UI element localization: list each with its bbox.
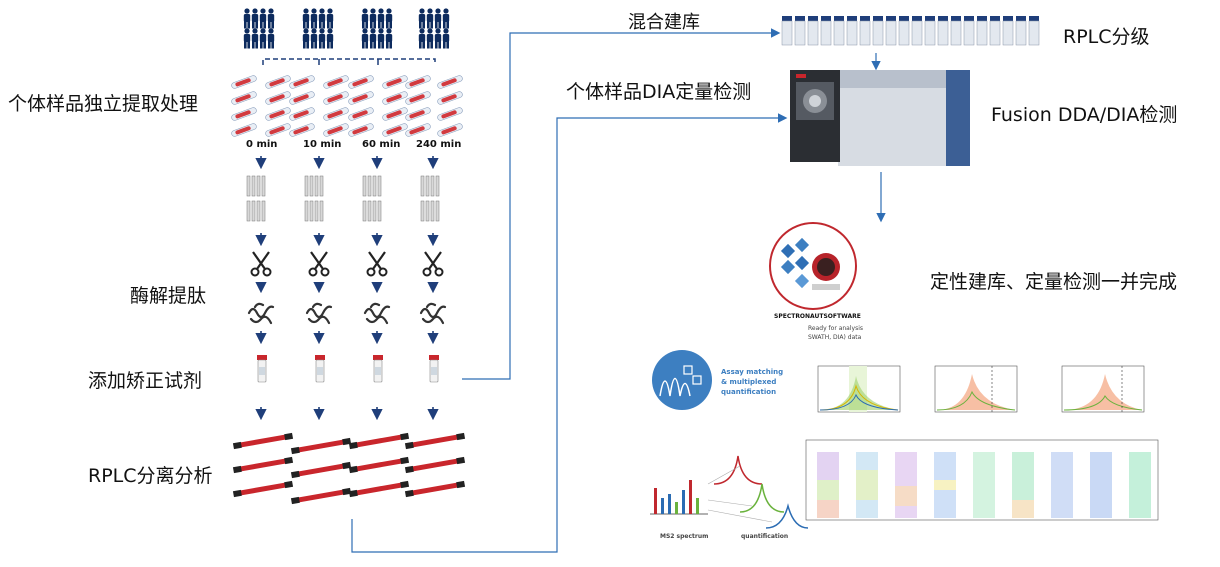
xic-panel-3 — [1061, 365, 1145, 413]
ms2-caption: MS2 spectrum — [660, 533, 709, 540]
fraction-vials — [781, 15, 1040, 46]
xic-panel-2 — [934, 365, 1018, 413]
quant-peaks — [707, 455, 809, 529]
scissors-icons — [250, 250, 444, 277]
patient-group-icons — [244, 8, 449, 48]
label-pool: 混合建库 — [628, 12, 700, 33]
mass-spectrometer — [790, 70, 970, 166]
label-fusion: Fusion DDA/DIA检测 — [991, 104, 1178, 126]
calibrant-tubes — [256, 354, 440, 383]
software-name: SPECTRONAUTSOFTWARE — [774, 313, 861, 320]
quant-bar-panel — [805, 439, 1159, 521]
label-extract: 个体样品独立提取处理 — [8, 93, 199, 115]
dia-connector — [351, 113, 788, 553]
quant-caption: quantification — [741, 533, 789, 540]
label-rplc-separation: RPLC分离分析 — [88, 465, 213, 487]
timepoint-3: 240 min — [416, 139, 462, 150]
assay-text-3: quantification — [721, 388, 777, 396]
lc-columns — [232, 432, 466, 505]
assay-text-1: Assay matching — [721, 368, 784, 376]
timepoint-2: 60 min — [362, 139, 401, 150]
xic-panel-1 — [817, 365, 901, 413]
aliquot-vials — [246, 175, 440, 222]
spectronaut-logo — [769, 222, 857, 310]
timepoint-1: 10 min — [303, 139, 342, 150]
pool-connector — [462, 28, 781, 380]
peptide-fragments — [247, 302, 447, 325]
sample-tubes — [230, 74, 464, 138]
label-calibrant: 添加矫正试剂 — [88, 370, 203, 392]
timepoint-0: 0 min — [246, 139, 278, 150]
label-rplc-fraction: RPLC分级 — [1063, 26, 1150, 48]
group-dashed-connector — [262, 58, 436, 65]
workflow-down-arrows — [255, 156, 439, 421]
ms2-spectrum — [650, 480, 708, 515]
label-digest: 酶解提肽 — [130, 285, 207, 307]
label-individual-dia: 个体样品DIA定量检测 — [566, 81, 752, 103]
assay-icon — [652, 350, 712, 410]
software-caption-1: Ready for analysis — [808, 325, 863, 332]
label-combined: 定性建库、定量检测一并完成 — [930, 271, 1178, 293]
software-caption-2: SWATH, DIA) data — [808, 334, 862, 341]
assay-text-2: & multiplexed — [721, 378, 777, 386]
